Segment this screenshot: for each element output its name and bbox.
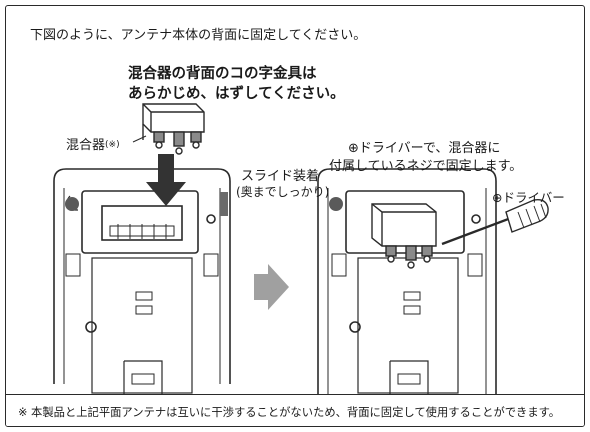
slide-instruction: スライド装着	[241, 169, 320, 184]
step-arrow	[254, 264, 289, 310]
antenna-back-right	[317, 168, 497, 394]
slide-note: (奥までしっかり)	[236, 185, 330, 199]
heading-line-2: あらかじめ、はずしてください。	[128, 86, 345, 102]
illustration-frame: 下図のように、アンテナ本体の背面に固定してください。 混合器の背面のコの字金具は…	[5, 5, 585, 427]
mixer-label: 混合器(※)	[66, 138, 120, 153]
heading-line-1: 混合器の背面のコの字金具は	[128, 66, 317, 82]
installation-figure	[53, 103, 549, 394]
mixer-device-left	[132, 103, 205, 155]
footer-note: ※ 本製品と上記平面アンテナは互いに干渉することがないため、背面に固定して使用す…	[18, 406, 561, 419]
footer-note-box: ※ 本製品と上記平面アンテナは互いに干渉することがないため、背面に固定して使用す…	[6, 394, 584, 426]
mixer-device-mounted	[371, 203, 437, 269]
slide-down-arrow	[146, 154, 186, 206]
screwdriver-icon	[441, 198, 549, 246]
antenna-back-left	[53, 168, 231, 394]
screw-instruction-line-1: ⊕ドライバーで、混合器に	[348, 141, 501, 156]
screwdriver-label: ⊕ドライバー	[492, 190, 565, 205]
instruction-text: 下図のように、アンテナ本体の背面に固定してください。	[30, 28, 367, 43]
screw-instruction-line-2: 付属しているネジで固定します。	[329, 159, 523, 174]
